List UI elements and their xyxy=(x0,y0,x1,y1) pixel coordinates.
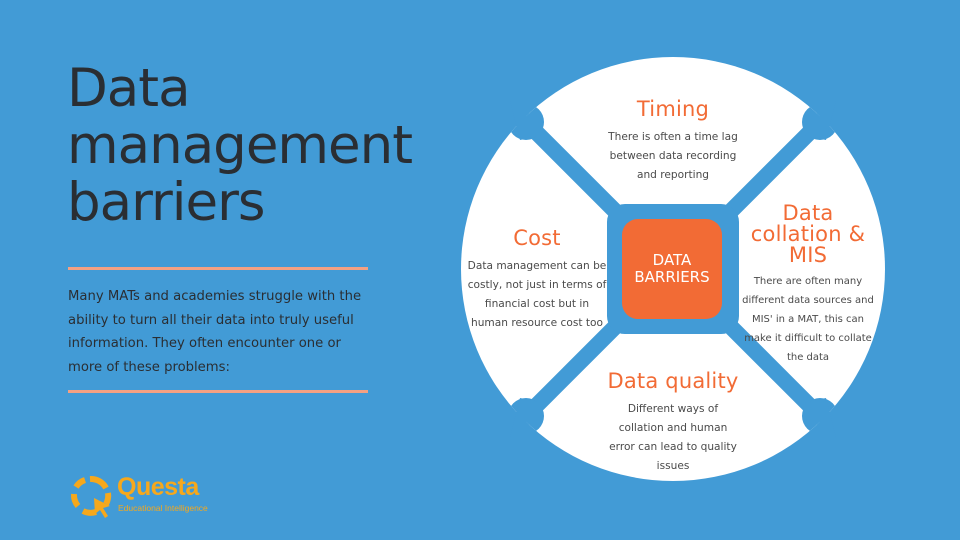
segment-title: Data collation & MIS xyxy=(750,201,866,267)
logo-name: Questa xyxy=(117,473,199,501)
segment-data-collation: Data collation & MIS There are often man… xyxy=(741,203,875,367)
divider-top xyxy=(68,267,368,270)
segment-title: Data quality xyxy=(607,369,739,393)
center-label: DATA BARRIERS xyxy=(622,219,722,319)
segment-description: Data management can be costly, not just … xyxy=(467,260,607,329)
segment-title: Cost xyxy=(513,226,561,250)
segment-description: Different ways of collation and human er… xyxy=(609,403,737,472)
title-line-3: barriers xyxy=(67,172,266,233)
title-line-2: management xyxy=(67,115,413,176)
center-label-line-1: DATA xyxy=(652,251,692,269)
center-label-line-2: BARRIERS xyxy=(634,268,710,286)
center-box xyxy=(622,219,722,319)
questa-logo: Questa Educational Intelligence xyxy=(70,473,240,518)
segment-description: There are often many different data sour… xyxy=(742,276,874,363)
title-line-1: Data xyxy=(67,58,191,119)
segment-cost: Cost Data management can be costly, not … xyxy=(467,227,607,333)
logo-tagline: Educational Intelligence xyxy=(118,503,208,513)
segment-data-quality: Data quality Different ways of collation… xyxy=(593,370,753,476)
divider-bottom xyxy=(68,390,368,393)
segment-timing: Timing There is often a time lag between… xyxy=(593,98,753,185)
page-title: Data management barriers xyxy=(67,58,413,233)
segment-title: Timing xyxy=(636,97,710,121)
questa-q-icon xyxy=(71,476,112,518)
segment-description: There is often a time lag between data r… xyxy=(608,131,738,181)
intro-paragraph: Many MATs and academies struggle with th… xyxy=(68,289,362,375)
